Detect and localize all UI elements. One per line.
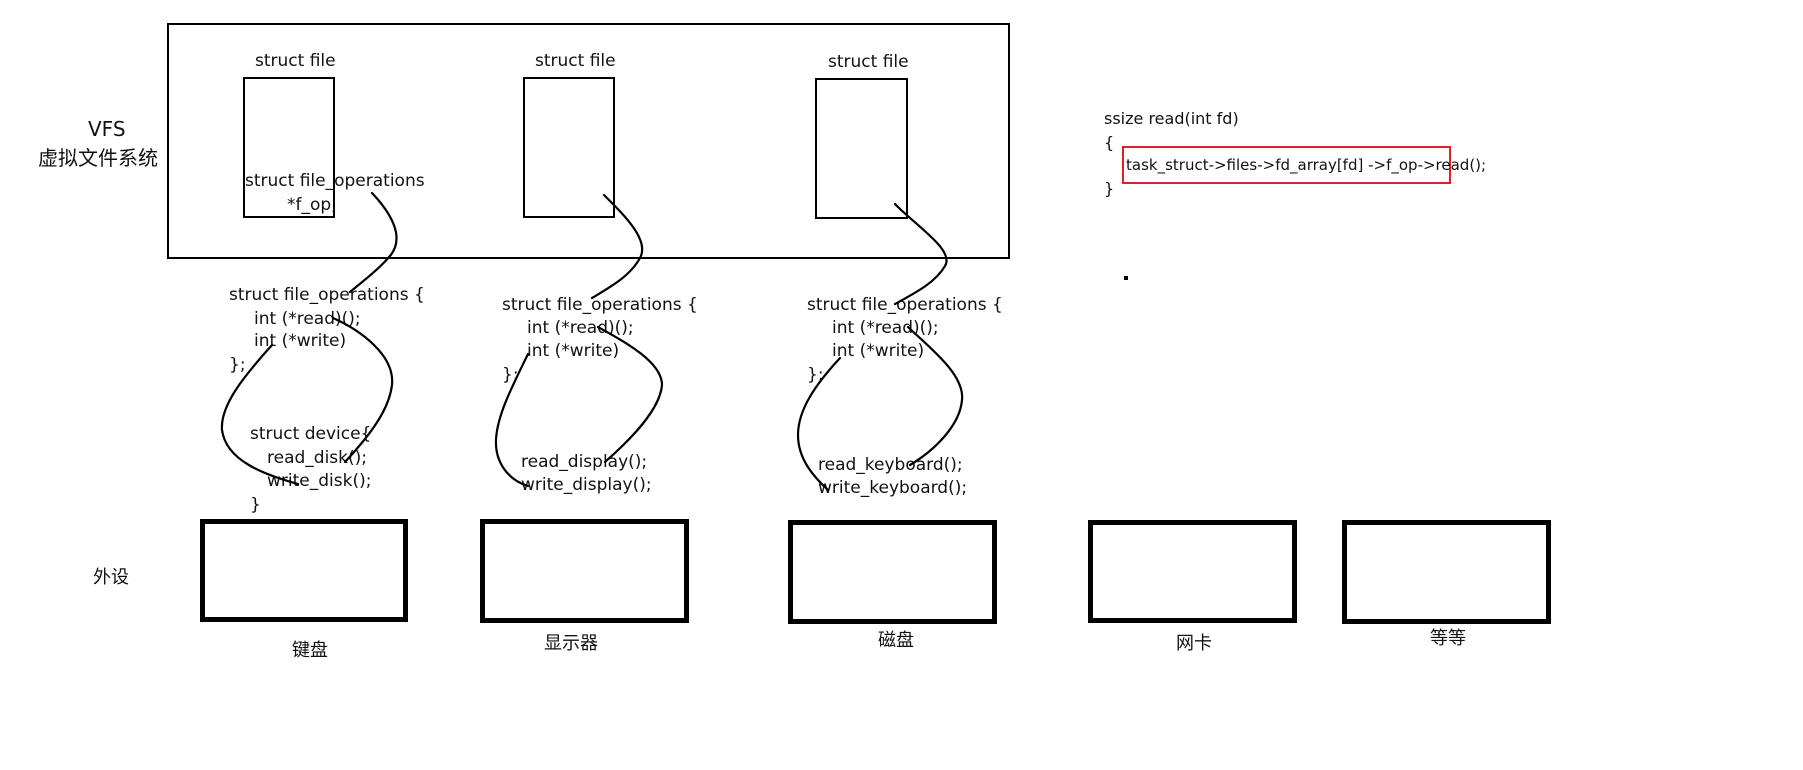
connector-write-to-write-display [494,352,530,488]
connector-read-to-read-keyboard [906,325,964,467]
ops-1-line2: int (*read)(); [254,309,361,329]
peripherals-label: 外设 [93,567,129,588]
code-close-brace: } [1104,179,1115,198]
device-label-display: 显示器 [544,633,598,654]
device-label-keyboard: 键盘 [292,640,328,661]
connector-write-to-write-disk [220,343,300,486]
driver-2-line2: write_display(); [521,475,652,495]
stray-dot [1124,276,1128,280]
ops-2-line1: struct file_operations { [502,295,698,315]
device-box-keyboard [200,519,408,622]
file-1-title: struct file [255,51,336,71]
driver-3-line1: read_keyboard(); [818,455,963,475]
file-2-box [523,77,615,218]
file-1-member-line2: *f_op; [287,195,337,215]
connector-fop-to-ops-1 [348,191,398,294]
vfs-label: VFS [88,117,126,141]
file-2-title: struct file [535,51,616,71]
ops-1-line1: struct file_operations { [229,285,425,305]
driver-1-line1: struct device{ [250,424,372,444]
connector-file2-to-ops-2 [590,193,644,300]
code-signature: ssize read(int fd) [1104,109,1239,128]
connector-file3-to-ops-3 [893,202,948,306]
connector-read-to-read-disk [331,316,394,464]
code-open-brace: { [1104,133,1115,152]
connector-read-to-read-display [596,325,664,464]
file-3-title: struct file [828,52,909,72]
ops-3-line4: }; [807,365,824,385]
ops-3-line1: struct file_operations { [807,295,1003,315]
driver-3-line2: write_keyboard(); [818,478,968,498]
driver-1-line2: read_disk(); [267,448,367,468]
code-body: task_struct->files->fd_array[fd] ->f_op-… [1126,156,1487,174]
ops-3-line3: int (*write) [832,341,925,361]
connector-write-to-write-keyboard [796,356,842,492]
device-box-nic [1088,520,1297,623]
file-1-box [243,77,335,218]
device-label-disk: 磁盘 [878,630,914,651]
device-label-nic: 网卡 [1176,633,1212,654]
driver-2-line1: read_display(); [521,452,648,472]
device-box-etc [1342,520,1551,624]
vfs-label-cn: 虚拟文件系统 [38,146,158,170]
code-highlight-box [1122,146,1451,184]
ops-2-line2: int (*read)(); [527,318,634,338]
file-1-member-line1: struct file_operations [245,171,425,191]
driver-1-line3: write_disk(); [267,471,372,491]
device-box-disk [788,520,997,624]
ops-2-line3: int (*write) [527,341,620,361]
file-3-box [815,78,908,219]
ops-1-line4: }; [229,355,246,375]
ops-3-line2: int (*read)(); [832,318,939,338]
driver-1-line4: } [250,495,261,515]
vfs-frame [167,23,1010,259]
device-label-etc: 等等 [1430,628,1466,649]
device-box-display [480,519,689,623]
